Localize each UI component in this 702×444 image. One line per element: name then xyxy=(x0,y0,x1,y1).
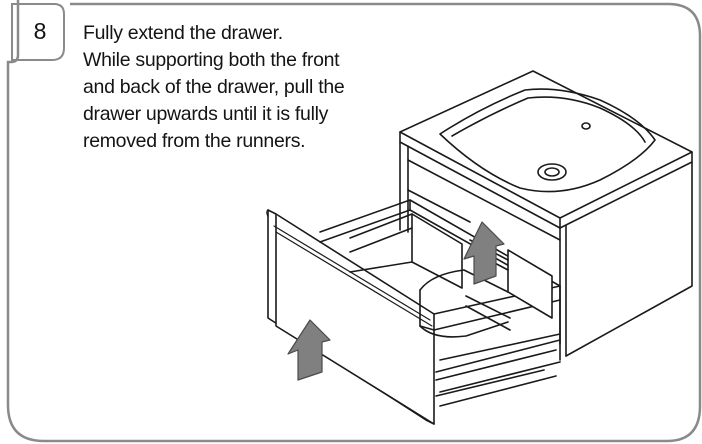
step-number: 8 xyxy=(33,17,47,44)
drawer-front xyxy=(266,209,435,425)
instruction-line-3: and back of the drawer, pull the xyxy=(83,76,345,98)
cabinet-body xyxy=(399,141,693,361)
instruction-line-5: removed from the runners. xyxy=(83,130,306,152)
drawer-box xyxy=(319,199,561,407)
drawer-runners xyxy=(435,339,561,397)
instruction-line-4: drawer upwards until it is fully xyxy=(83,103,329,125)
basin-top xyxy=(399,70,693,229)
up-arrow-icon xyxy=(463,221,505,285)
instruction-text: Fully extend the drawer. While supportin… xyxy=(83,20,413,155)
up-arrow-icon xyxy=(287,319,331,381)
instruction-line-2: While supporting both the front xyxy=(83,49,340,71)
instruction-line-1: Fully extend the drawer. xyxy=(83,22,283,44)
